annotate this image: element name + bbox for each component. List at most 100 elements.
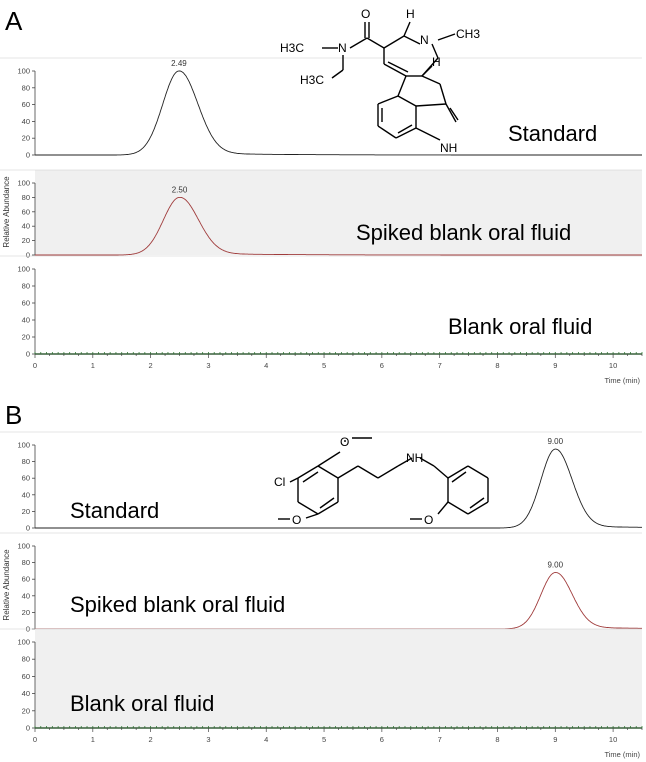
x-tick-label: 2 [149,735,153,744]
mol-a-group-1: H3C [280,41,304,55]
y-tick-label: 20 [22,608,30,617]
x-tick-label: 8 [495,361,499,370]
molecule-labels-a: O N N H H H3C CH3 H3C NH [280,7,480,155]
x-tick-label: 8 [495,735,499,744]
y-tick-label: 20 [22,507,30,516]
y-tick-label: 60 [22,575,30,584]
peak-label: 2.50 [172,185,188,194]
molecule-labels-b: Cl O O NH O [274,435,433,527]
x-tick-label: 5 [322,361,326,370]
mol-b-atom-nh: NH [406,451,423,465]
x-tick-label: 4 [264,735,268,744]
y-axis-label-a: Relative Abundance [2,176,11,248]
mol-a-atom-n2: N [420,33,429,47]
trace-black [35,70,642,156]
mol-a-group-2: CH3 [456,27,480,41]
y-tick-label: 0 [26,251,30,260]
x-tick-label: 0 [33,735,37,744]
shaded-region [35,170,642,255]
y-tick-label: 80 [22,655,30,664]
x-axis-label-b: Time (min) [604,750,640,759]
molecule-structure-a [322,21,459,141]
x-tick-label: 0 [33,361,37,370]
trace-label: Spiked blank oral fluid [356,220,571,245]
x-tick-label: 9 [553,361,557,370]
shaded-region [35,629,642,728]
x-tick-label: 6 [380,361,384,370]
trace-label: Blank oral fluid [448,314,592,339]
x-tick-label: 4 [264,361,268,370]
trace-label: Spiked blank oral fluid [70,592,285,617]
mol-b-atom-o1: O [340,435,349,449]
mol-a-atom-nh: NH [440,141,457,155]
y-tick-label: 0 [26,350,30,359]
trace-label: Blank oral fluid [70,691,214,716]
x-tick-label: 10 [609,361,617,370]
y-tick-label: 20 [22,134,30,143]
x-tick-label: 1 [91,735,95,744]
y-tick-label: 40 [22,117,30,126]
x-tick-label: 10 [609,735,617,744]
trace-red [35,196,642,256]
y-tick-label: 80 [22,558,30,567]
x-tick-label: 9 [553,735,557,744]
mol-a-atom-o: O [361,7,370,21]
mol-a-group-3: H3C [300,73,324,87]
y-tick-label: 40 [22,591,30,600]
y-tick-label: 0 [26,151,30,160]
y-tick-label: 80 [22,193,30,202]
y-tick-label: 20 [22,333,30,342]
x-axis-label-a: Time (min) [604,376,640,385]
y-tick-label: 0 [26,724,30,733]
peak-label: 9.00 [547,561,563,570]
y-tick-label: 100 [17,638,30,647]
y-tick-label: 40 [22,316,30,325]
y-tick-label: 80 [22,457,30,466]
x-tick-label: 2 [149,361,153,370]
peak-label: 9.00 [547,437,563,446]
x-tick-label: 1 [91,361,95,370]
x-tick-label: 6 [380,735,384,744]
y-tick-label: 20 [22,706,30,715]
y-tick-label: 0 [26,524,30,533]
trace-black [35,448,642,529]
mol-b-atom-cl: Cl [274,475,285,489]
y-tick-label: 40 [22,222,30,231]
mol-b-atom-o3: O [424,513,433,527]
y-tick-label: 80 [22,83,30,92]
molecule-structure-b [278,437,489,520]
y-tick-label: 60 [22,100,30,109]
y-tick-label: 100 [17,67,30,76]
mol-a-atom-h2: H [432,55,441,69]
trace-label: Standard [508,121,597,146]
x-tick-label: 5 [322,735,326,744]
y-tick-label: 100 [17,542,30,551]
y-tick-label: 60 [22,474,30,483]
y-tick-label: 100 [17,265,30,274]
y-tick-label: 60 [22,299,30,308]
y-axis-label-b: Relative Abundance [2,549,11,621]
y-tick-label: 100 [17,179,30,188]
peak-label: 2.49 [171,59,187,68]
y-tick-label: 100 [17,441,30,450]
y-tick-label: 20 [22,236,30,245]
y-tick-label: 40 [22,689,30,698]
y-tick-label: 60 [22,207,30,216]
y-tick-label: 40 [22,490,30,499]
x-tick-label: 7 [438,735,442,744]
mol-a-atom-h1: H [406,7,415,21]
trace-label: Standard [70,498,159,523]
mol-b-atom-o2: O [292,513,301,527]
y-tick-label: 80 [22,282,30,291]
mol-a-atom-n1: N [338,41,347,55]
x-tick-label: 3 [206,361,210,370]
panel-label-b: B [5,400,22,430]
